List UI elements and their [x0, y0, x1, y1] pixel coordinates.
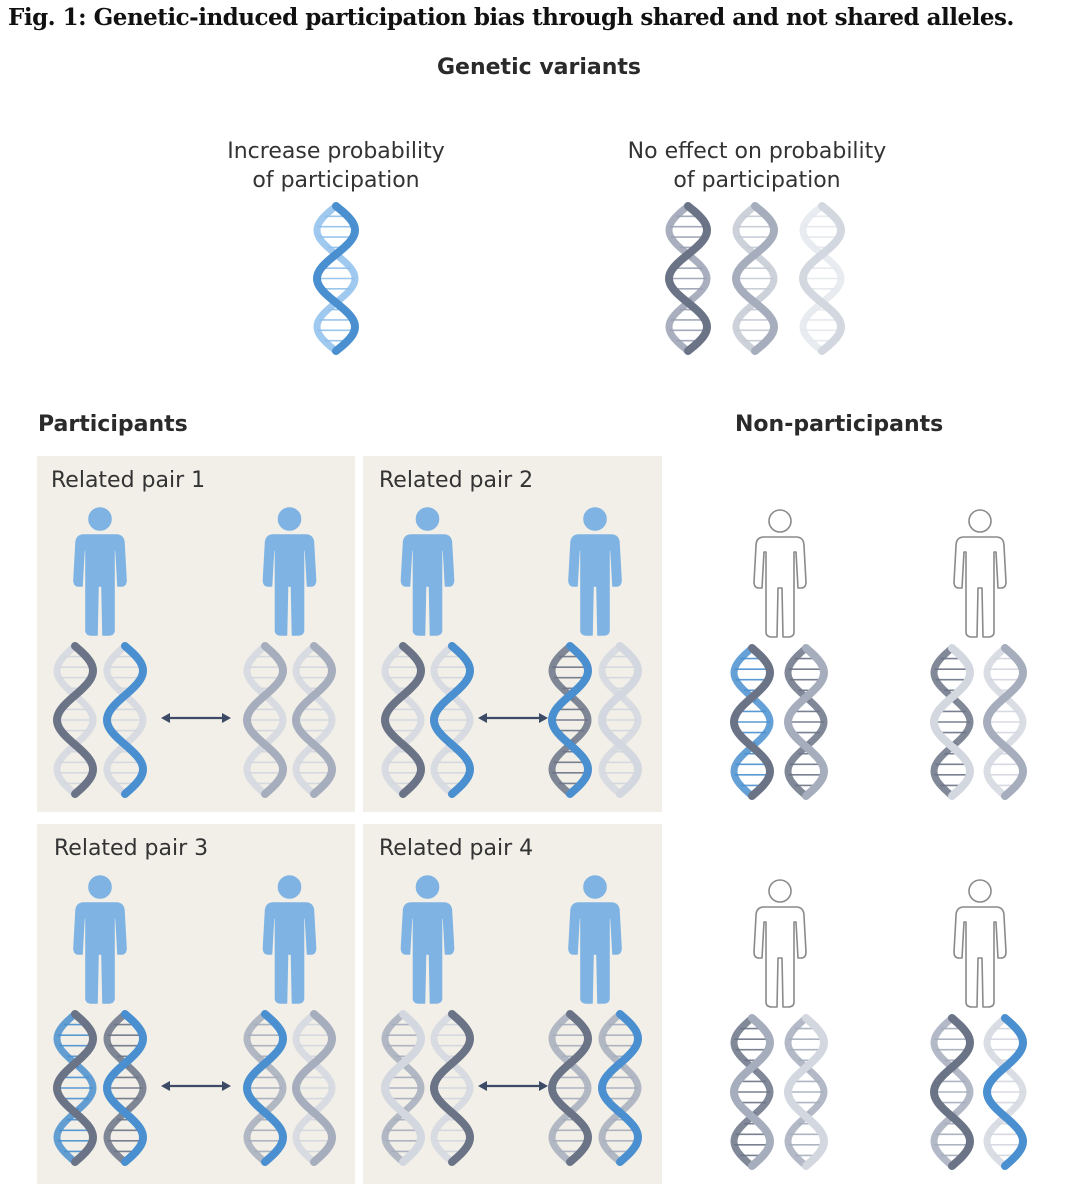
- participant-dna-icon: [102, 1010, 148, 1166]
- increase-probability-label: Increase probability of participation: [196, 137, 476, 195]
- no-effect-line-1: No effect on probability: [627, 139, 887, 164]
- participant-person-icon: [262, 875, 317, 1004]
- participant-person-icon: [568, 507, 622, 636]
- participant-person-icon: [73, 507, 127, 636]
- participant-dna-icon: [242, 642, 288, 798]
- non-participant-dna-icon: [729, 1014, 775, 1170]
- increase-probability-line-1: Increase probability: [227, 139, 445, 164]
- figure-title: Fig. 1: Genetic-induced participation bi…: [8, 4, 1014, 31]
- participant-dna-icon: [547, 642, 593, 798]
- non-participant-dna-icon: [929, 644, 975, 800]
- participation-variant-dna-icon: [312, 202, 360, 355]
- participant-dna-icon: [597, 1010, 643, 1166]
- non-participant-dna-icon: [729, 644, 775, 800]
- non-participant-person-icon: [953, 879, 1007, 1008]
- double-arrow-icon: [161, 1081, 231, 1091]
- related-pair-4-label: Related pair 4: [379, 836, 534, 861]
- non-participant-dna-icon: [929, 1014, 975, 1170]
- participant-dna-icon: [429, 1010, 475, 1166]
- participant-person-icon: [568, 875, 622, 1004]
- participant-dna-icon: [52, 642, 98, 798]
- participant-dna-icon: [547, 1010, 593, 1166]
- participant-dna-icon: [597, 642, 643, 798]
- participant-person-icon: [400, 875, 455, 1004]
- no-effect-variant-dna-icon: [731, 202, 779, 355]
- non-participant-person-icon: [953, 509, 1007, 638]
- non-participant-dna-icon: [783, 644, 829, 800]
- related-pair-3-label: Related pair 3: [54, 836, 209, 861]
- participant-dna-icon: [380, 1010, 426, 1166]
- double-arrow-icon: [478, 713, 548, 723]
- no-effect-line-2: of participation: [673, 168, 841, 193]
- participant-person-icon: [400, 507, 455, 636]
- no-effect-variant-dna-icon: [798, 202, 846, 355]
- increase-probability-line-2: of participation: [252, 168, 420, 193]
- participant-person-icon: [262, 507, 317, 636]
- non-participants-heading: Non-participants: [735, 412, 944, 437]
- participant-dna-icon: [291, 642, 337, 798]
- related-pair-2-label: Related pair 2: [379, 468, 534, 493]
- participant-dna-icon: [429, 642, 475, 798]
- no-effect-label: No effect on probability of participatio…: [600, 137, 914, 195]
- double-arrow-icon: [161, 713, 231, 723]
- non-participant-dna-icon: [783, 1014, 829, 1170]
- participant-person-icon: [73, 875, 127, 1004]
- non-participant-dna-icon: [982, 1014, 1028, 1170]
- participant-dna-icon: [380, 642, 426, 798]
- non-participant-person-icon: [753, 879, 807, 1008]
- participant-dna-icon: [291, 1010, 337, 1166]
- non-participant-person-icon: [753, 509, 807, 638]
- related-pair-1-label: Related pair 1: [51, 468, 206, 493]
- participant-dna-icon: [102, 642, 148, 798]
- no-effect-variant-dna-icon: [664, 202, 712, 355]
- genetic-variants-heading: Genetic variants: [437, 55, 642, 80]
- participants-heading: Participants: [38, 412, 188, 437]
- participant-dna-icon: [242, 1010, 288, 1166]
- non-participant-dna-icon: [982, 644, 1028, 800]
- participant-dna-icon: [52, 1010, 98, 1166]
- double-arrow-icon: [478, 1081, 548, 1091]
